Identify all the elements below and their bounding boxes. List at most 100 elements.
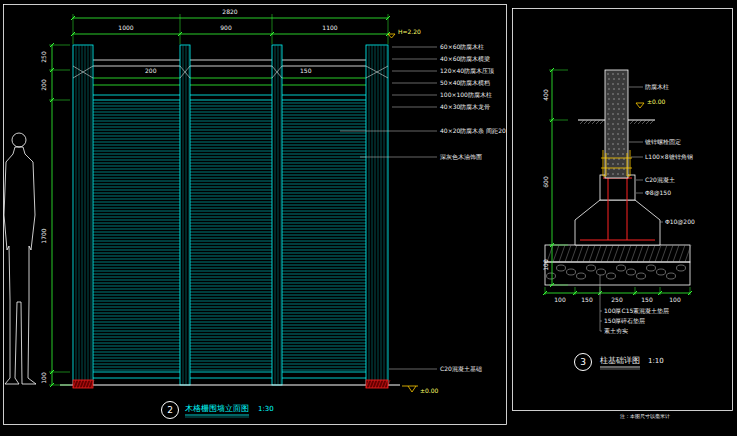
wood-slat <box>282 217 366 218</box>
ground-hatch <box>584 120 588 124</box>
wood-slat <box>93 172 180 173</box>
column-texture <box>608 168 609 169</box>
concrete-hatch <box>637 245 643 262</box>
wood-slat <box>93 139 180 140</box>
leader-line <box>629 87 643 88</box>
rebar <box>608 178 609 240</box>
post-hatch <box>85 45 86 385</box>
wood-slat <box>190 112 272 113</box>
wood-slat <box>93 220 180 221</box>
wood-slat <box>282 115 366 116</box>
panel-frame <box>513 9 733 411</box>
title-underline <box>185 417 249 418</box>
dimension-line <box>52 45 53 385</box>
wood-slat <box>282 124 366 125</box>
callout-label: 150厚碎石垫层 <box>604 318 645 324</box>
wood-slat <box>282 187 366 188</box>
wood-slat <box>93 265 180 266</box>
wood-slat <box>282 178 366 179</box>
dimension-text: 100 <box>554 297 565 303</box>
wood-slat <box>282 112 366 113</box>
joint-cross <box>366 66 388 78</box>
gravel-stone <box>627 269 636 275</box>
wood-slat <box>282 355 366 356</box>
wood-slat <box>190 370 272 371</box>
ground-hatch <box>638 120 642 124</box>
wood-slat <box>282 289 366 290</box>
wood-slat <box>190 106 272 107</box>
wood-slat <box>282 190 366 191</box>
dimension-tick <box>688 291 692 295</box>
post-hatch <box>384 45 385 385</box>
dimension-tick <box>50 43 54 47</box>
wood-slat <box>190 133 272 134</box>
wood-slat <box>93 346 180 347</box>
dimension-tick <box>50 370 54 374</box>
footing-hatch <box>88 380 91 388</box>
dimension-tick <box>550 68 554 72</box>
callout-label: 镀锌螺栓固定 <box>645 139 681 145</box>
wood-slat <box>190 235 272 236</box>
wood-slat <box>282 154 366 155</box>
callout-label: 素土夯实 <box>604 328 628 334</box>
column-texture <box>618 168 619 169</box>
concrete-hatch <box>607 245 613 262</box>
wood-slat <box>93 280 180 281</box>
dimension-tick <box>270 32 274 36</box>
wood-slat <box>93 238 180 239</box>
column-texture <box>622 113 623 114</box>
concrete-hatch <box>667 245 673 262</box>
wood-slat <box>93 304 180 305</box>
wood-slat <box>190 124 272 125</box>
wood-slat <box>93 154 180 155</box>
wood-slat <box>190 217 272 218</box>
column-texture <box>612 173 613 174</box>
column-texture <box>612 133 613 134</box>
anchor-bolt <box>601 168 632 169</box>
column-texture <box>622 123 623 124</box>
wood-slat <box>282 343 366 344</box>
post-hatch <box>281 45 282 385</box>
wood-slat <box>190 130 272 131</box>
wood-slat <box>190 358 272 359</box>
wood-post <box>73 45 93 385</box>
wood-slat <box>190 307 272 308</box>
wood-slat <box>93 310 180 311</box>
concrete-hatch <box>673 245 679 262</box>
concrete-hatch <box>571 245 577 262</box>
wood-slat <box>282 163 366 164</box>
dimension-tick <box>658 291 662 295</box>
gravel-stone <box>577 273 586 279</box>
dimension-tick <box>50 383 54 387</box>
column-texture <box>622 73 623 74</box>
column-texture <box>608 118 609 119</box>
post-hatch <box>378 45 379 385</box>
wood-slat <box>282 358 366 359</box>
wood-slat <box>282 130 366 131</box>
column-texture <box>613 108 614 109</box>
wood-slat <box>282 223 366 224</box>
wood-slat <box>190 361 272 362</box>
callout-label: 1:10 <box>648 358 664 365</box>
dimension-text: 1700 <box>41 228 47 243</box>
column-texture <box>613 88 614 89</box>
wood-slat <box>282 364 366 365</box>
wood-slat <box>93 124 180 125</box>
dimension-text: 250 <box>611 297 622 303</box>
wood-slat <box>190 199 272 200</box>
wood-slat <box>93 358 180 359</box>
column-texture <box>618 148 619 149</box>
extension-line <box>272 14 273 44</box>
concrete-hatch <box>643 245 649 262</box>
wood-slat <box>93 283 180 284</box>
wood-slat <box>282 103 366 104</box>
column-texture <box>623 108 624 109</box>
wood-slat <box>93 367 180 368</box>
wood-slat <box>190 247 272 248</box>
callout-number: 2 <box>167 406 173 415</box>
wood-slat <box>190 313 272 314</box>
wood-slat <box>93 250 180 251</box>
wood-slat <box>282 256 366 257</box>
wood-slat <box>190 346 272 347</box>
wood-slat <box>93 325 180 326</box>
